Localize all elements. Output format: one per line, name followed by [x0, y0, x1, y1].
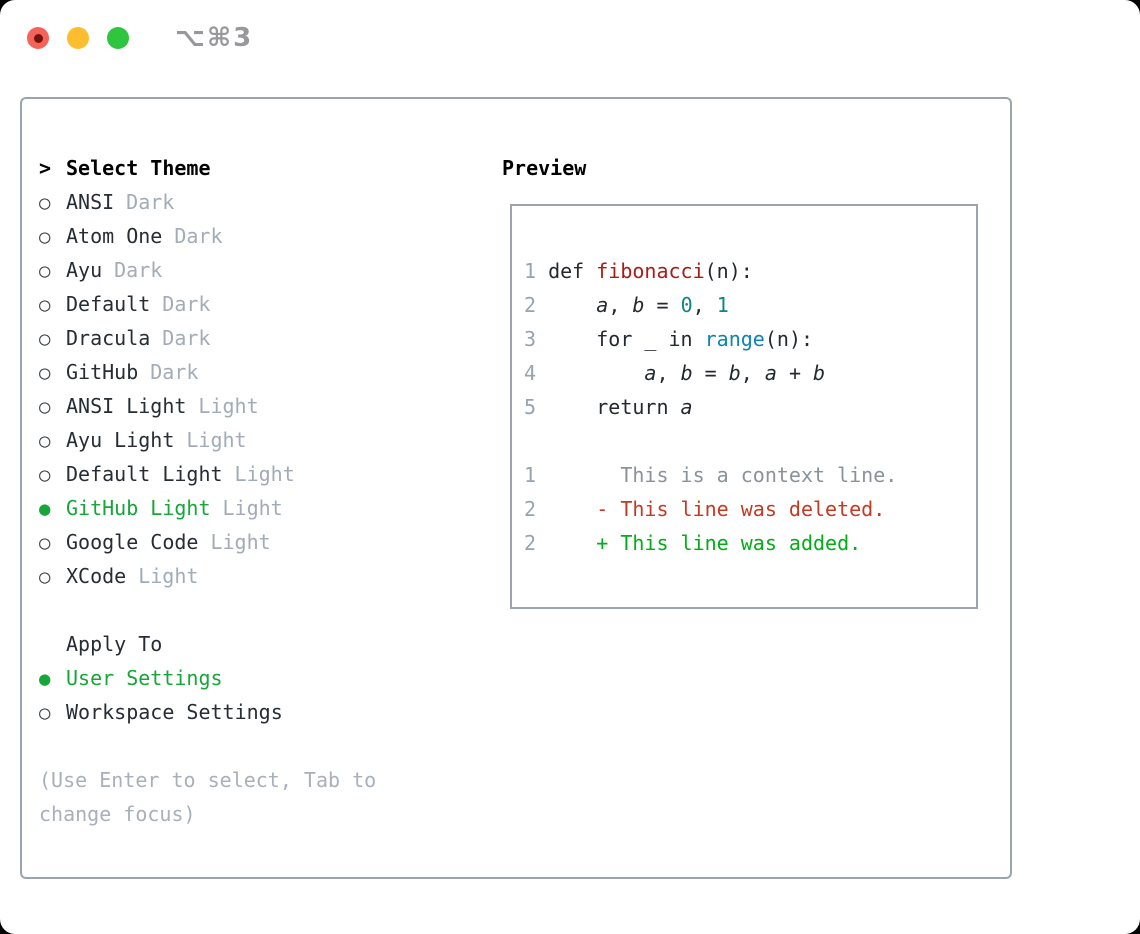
theme-option-github-light-light[interactable]: ● GitHub Light Light [39, 491, 479, 525]
theme-name: XCode [66, 564, 127, 588]
radio-icon: ○ [39, 362, 51, 384]
radio-icon: ○ [39, 532, 51, 554]
line-number: 5 [524, 395, 549, 419]
theme-option-ansi-light-light[interactable]: ○ ANSI Light Light [39, 389, 479, 423]
theme-name: Default Light [66, 462, 223, 486]
theme-variant-badge: Light [234, 462, 295, 486]
line-number: 1 [524, 259, 549, 283]
theme-variant-badge: Light [186, 428, 247, 452]
theme-variant-badge: Light [210, 530, 271, 554]
radio-icon: ○ [39, 566, 51, 588]
apply-option-user-settings[interactable]: ● User Settings [39, 661, 479, 695]
apply-options: ● User Settings ○ Workspace Settings [39, 661, 479, 729]
theme-name: ANSI [66, 190, 115, 214]
theme-name: GitHub Light [66, 496, 211, 520]
theme-option-github-dark[interactable]: ○ GitHub Dark [39, 355, 479, 389]
section-gap [39, 729, 479, 763]
apply-option-label: Workspace Settings [66, 700, 283, 724]
theme-variant-badge: Dark [150, 360, 199, 384]
theme-name: Atom One [66, 224, 163, 248]
theme-option-ayu-dark[interactable]: ○ Ayu Dark [39, 253, 479, 287]
code-line: 4 a, b = b, a + b [524, 361, 826, 385]
theme-name: Default [66, 292, 151, 316]
line-number: 4 [524, 361, 549, 385]
theme-variant-badge: Dark [126, 190, 175, 214]
zoom-button[interactable] [107, 27, 129, 49]
radio-selected-icon: ● [39, 498, 51, 520]
code-line [524, 424, 968, 458]
line-number: 1 [524, 463, 549, 487]
theme-variant-badge: Dark [114, 258, 163, 282]
section-gap [39, 593, 479, 627]
theme-option-ansi-dark[interactable]: ○ ANSI Dark [39, 185, 479, 219]
apply-to-header: Apply To [39, 627, 479, 661]
theme-variant-badge: Light [138, 564, 199, 588]
code-line: 5 return a [524, 395, 693, 419]
theme-option-xcode-light[interactable]: ○ XCode Light [39, 559, 479, 593]
theme-variant-badge: Light [222, 496, 283, 520]
radio-icon: ○ [39, 396, 51, 418]
theme-option-default-dark[interactable]: ○ Default Dark [39, 287, 479, 321]
code-line: 2 a, b = 0, 1 [524, 293, 729, 317]
apply-option-workspace-settings[interactable]: ○ Workspace Settings [39, 695, 479, 729]
line-number [524, 429, 548, 453]
theme-option-ayu-light-light[interactable]: ○ Ayu Light Light [39, 423, 479, 457]
keyboard-hint-text: (Use Enter to select, Tab to change focu… [39, 768, 377, 826]
theme-variant-badge: Light [198, 394, 259, 418]
theme-variant-badge: Dark [162, 292, 211, 316]
radio-icon: ○ [39, 192, 51, 214]
theme-option-dracula-dark[interactable]: ○ Dracula Dark [39, 321, 479, 355]
unsaved-indicator-dot [33, 33, 43, 43]
radio-icon: ○ [39, 226, 51, 248]
theme-option-atom-one-dark[interactable]: ○ Atom One Dark [39, 219, 479, 253]
theme-name: GitHub [66, 360, 139, 384]
theme-variant-badge: Dark [174, 224, 223, 248]
cursor-prompt-icon: > [39, 156, 52, 180]
radio-icon: ○ [39, 702, 51, 724]
code-line: 1 This is a context line. [524, 463, 898, 487]
radio-selected-icon: ● [39, 668, 51, 690]
minimize-button[interactable] [67, 27, 89, 49]
radio-icon: ○ [39, 294, 51, 316]
theme-name: Dracula [66, 326, 151, 350]
theme-option-default-light-light[interactable]: ○ Default Light Light [39, 457, 479, 491]
radio-icon: ○ [39, 328, 51, 350]
preview-title: Preview [502, 156, 587, 180]
theme-name: Google Code [66, 530, 199, 554]
line-number: 2 [524, 531, 549, 555]
apply-to-title: Apply To [66, 632, 163, 656]
preview-pane: 1 def fibonacci(n): 2 a, b = 0, 1 3 for _ … [510, 204, 978, 609]
theme-option-google-code-light[interactable]: ○ Google Code Light [39, 525, 479, 559]
close-button[interactable] [27, 27, 49, 49]
code-line: 3 for _ in range(n): [524, 327, 814, 351]
theme-variant-badge: Dark [162, 326, 211, 350]
select-theme-title: Select Theme [66, 156, 211, 180]
preview-code: 1 def fibonacci(n): 2 a, b = 0, 1 3 for _ … [524, 254, 968, 560]
theme-name: ANSI Light [66, 394, 187, 418]
line-number: 2 [524, 497, 549, 521]
window-shortcut-label: ⌥⌘3 [175, 23, 254, 53]
select-theme-header: > Select Theme [39, 151, 479, 185]
apply-option-label: User Settings [66, 666, 223, 690]
code-line: 2 + This line was added. [524, 531, 862, 555]
radio-icon: ○ [39, 464, 51, 486]
titlebar: ⌥⌘3 [27, 23, 254, 53]
theme-name: Ayu [66, 258, 103, 282]
theme-name: Ayu Light [66, 428, 175, 452]
code-line: 2 - This line was deleted. [524, 497, 886, 521]
radio-icon: ○ [39, 430, 51, 452]
line-number: 2 [524, 293, 549, 317]
code-line: 1 def fibonacci(n): [524, 259, 753, 283]
radio-icon: ○ [39, 260, 51, 282]
line-number: 3 [524, 327, 549, 351]
